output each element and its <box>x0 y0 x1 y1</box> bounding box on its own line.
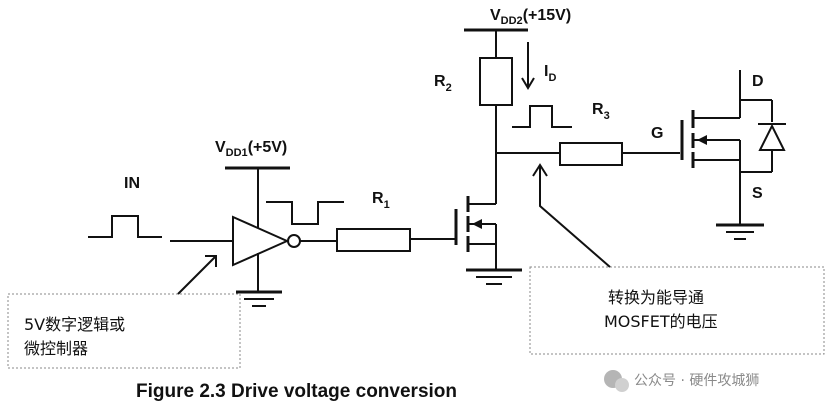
figure-caption: Figure 2.3 Drive voltage conversion <box>136 381 457 402</box>
gate-label: G <box>651 125 663 142</box>
conversion-note-box <box>529 266 825 355</box>
input-pulse-waveform <box>88 215 162 238</box>
r3-label: R3 <box>592 101 610 122</box>
r2-label: R2 <box>434 73 452 94</box>
inverted-pulse-waveform <box>266 201 344 225</box>
conversion-note: 转换为能导通 MOSFET的电压 <box>604 288 718 331</box>
ground-symbol-driver-mosfet <box>466 268 522 285</box>
power-mosfet-symbol <box>680 70 786 225</box>
id-label: ID <box>544 63 556 84</box>
vdd2-label: VDD2(+15V) <box>490 7 571 27</box>
watermark: 公众号 · 硬件攻城狮 <box>634 373 759 389</box>
r1-label: R1 <box>372 190 390 211</box>
resistor-r2 <box>479 57 513 106</box>
source-label: S <box>752 185 763 202</box>
driver-mosfet-symbol <box>454 196 497 270</box>
wechat-logo-icon <box>604 370 629 392</box>
drain-current-arrow <box>521 42 535 90</box>
logic-source-pointer <box>177 255 217 295</box>
ground-symbol-inverter <box>236 290 282 307</box>
logic-source-note: 5V数字逻辑或 微控制器 <box>24 315 130 358</box>
ground-symbol-power-mosfet <box>716 223 764 240</box>
inverter-symbol <box>232 215 337 292</box>
logic-source-note-box <box>7 293 241 369</box>
drain-label: D <box>752 73 764 90</box>
input-label: IN <box>124 175 140 192</box>
gate-drive-pulse-waveform <box>512 105 572 128</box>
resistor-r1 <box>336 228 411 252</box>
vdd2-supply <box>464 28 528 58</box>
vdd1-label: VDD1(+5V) <box>215 139 287 159</box>
resistor-r3 <box>559 142 623 166</box>
conversion-pointer <box>532 163 611 268</box>
vdd1-supply <box>225 166 290 228</box>
